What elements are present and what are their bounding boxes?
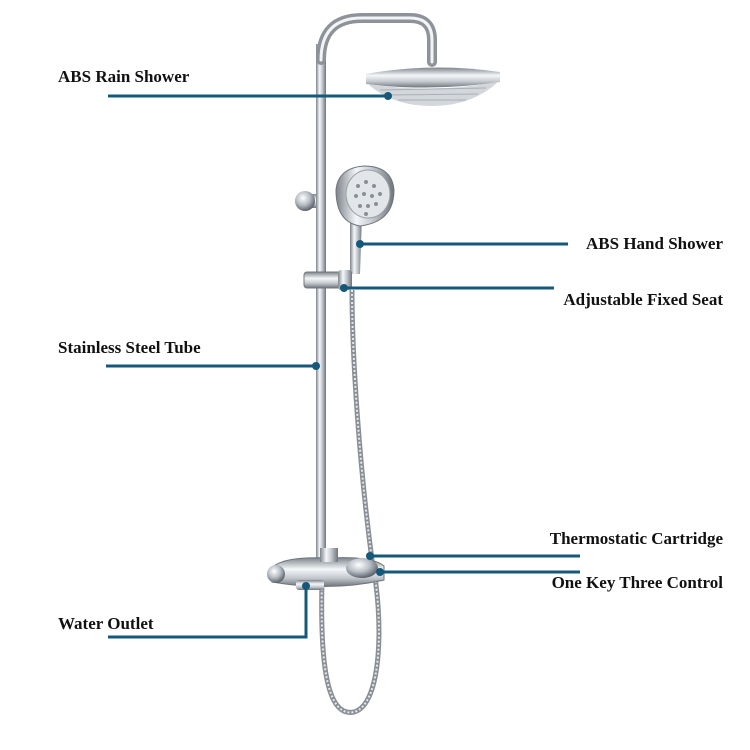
hand-shower bbox=[335, 165, 395, 274]
label-stainless-steel-tube: Stainless Steel Tube bbox=[58, 338, 201, 357]
label-thermostatic-cartridge: Thermostatic Cartridge bbox=[549, 529, 723, 548]
label-adjustable-fixed-seat: Adjustable Fixed Seat bbox=[563, 290, 723, 309]
label-one-key-three-control: One Key Three Control bbox=[551, 573, 723, 592]
leader-lines bbox=[106, 94, 580, 639]
rain-shower-head bbox=[366, 67, 500, 106]
leader-water-outlet bbox=[108, 586, 308, 639]
label-abs-hand-shower: ABS Hand Shower bbox=[586, 234, 723, 253]
shower-hose bbox=[319, 289, 382, 715]
riser-tube bbox=[316, 44, 326, 564]
thermostatic-mixer bbox=[267, 548, 385, 590]
wall-bracket bbox=[295, 191, 316, 211]
label-water-outlet: Water Outlet bbox=[58, 614, 154, 633]
label-abs-rain-shower: ABS Rain Shower bbox=[58, 67, 190, 86]
